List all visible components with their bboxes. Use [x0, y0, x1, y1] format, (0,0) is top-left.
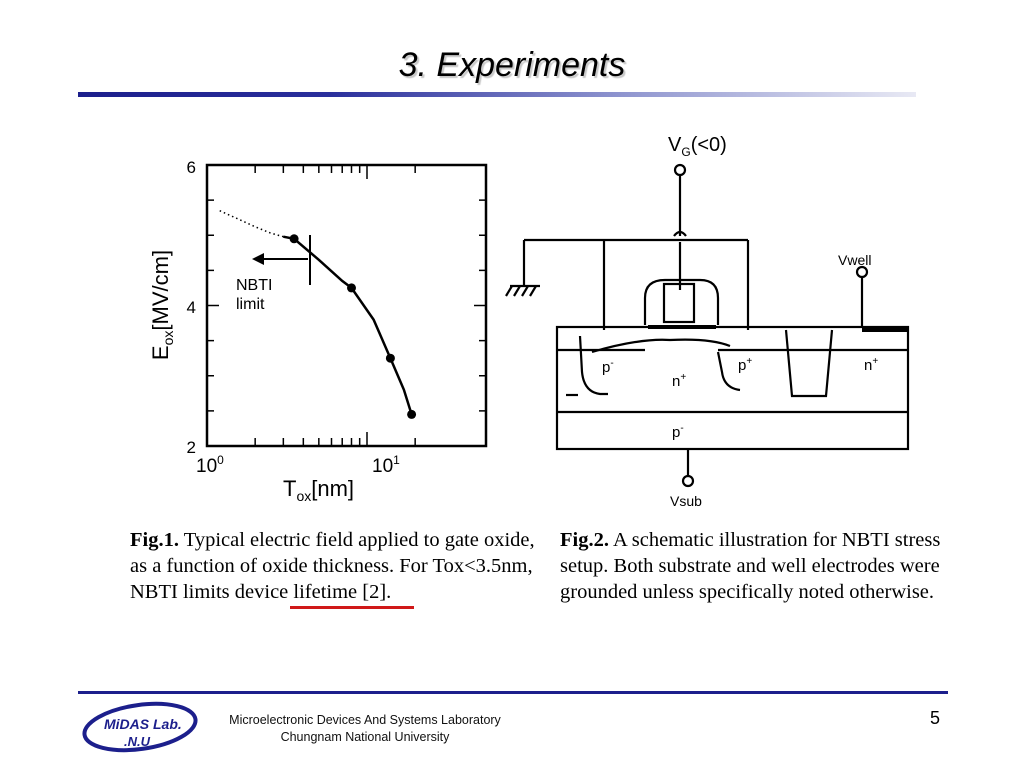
sti-trench: [784, 329, 834, 398]
data-point: [385, 353, 395, 363]
fig2-caption: Fig.2. A schematic illustration for NBTI…: [560, 529, 941, 603]
lab-credit: Microelectronic Devices And Systems Labo…: [210, 712, 520, 746]
midas-logo: MiDAS Lab. .N.U: [82, 701, 198, 753]
region-label: n+: [672, 372, 686, 390]
x-axis-label: Tox[nm]: [283, 476, 354, 504]
page-number: 5: [929, 708, 940, 728]
annotation-text: limit: [236, 296, 265, 313]
vwell-terminal: [855, 265, 869, 279]
region-label: p-: [602, 358, 614, 376]
x-tick-label: 100: [196, 453, 224, 477]
vg-label: VG(<0): [668, 134, 727, 159]
logo-text: .N.U: [124, 734, 151, 749]
region-label: n+: [864, 356, 878, 374]
vsub-label: Vsub: [670, 493, 702, 509]
tick-marks: [206, 164, 486, 447]
y-tick-label: 6: [187, 158, 196, 177]
diffusion-left: [578, 335, 608, 396]
annotation-text: NBTI: [236, 277, 272, 294]
lab-name: Microelectronic Devices And Systems Labo…: [229, 713, 501, 727]
gate-electrode: [662, 282, 696, 324]
region-label: p-: [672, 423, 684, 441]
region-label: p+: [738, 356, 752, 374]
wafer-outline: [555, 325, 910, 451]
vsub-terminal: [681, 474, 695, 488]
title-underline: [78, 92, 916, 97]
marker-group: [289, 234, 417, 419]
y-axis-label: Eox[MV/cm]: [148, 250, 176, 360]
y-tick-label: 4: [187, 298, 196, 317]
fig1-caption: Fig.1. Typical electric field applied to…: [130, 529, 535, 603]
data-point: [407, 409, 417, 419]
gate-terminal: [673, 163, 687, 177]
data-point: [289, 234, 299, 244]
logo-text: MiDAS Lab.: [104, 716, 182, 732]
highlight-underline: [290, 606, 414, 609]
channel: [591, 338, 731, 354]
vwell-label: Vwell: [838, 252, 871, 268]
arrow-head: [252, 253, 264, 265]
data-point: [347, 283, 356, 293]
gate-spacer: [643, 278, 720, 325]
x-tick-label: 101: [372, 453, 400, 477]
y-tick-label: 2: [187, 438, 196, 457]
slide-title: 3. Experiments: [398, 46, 626, 84]
footer-rule: [78, 691, 948, 694]
university-name: Chungnam National University: [280, 730, 450, 744]
diffusion-right: [716, 351, 741, 392]
highlight-text: Tox<3.5nm: [432, 555, 528, 577]
